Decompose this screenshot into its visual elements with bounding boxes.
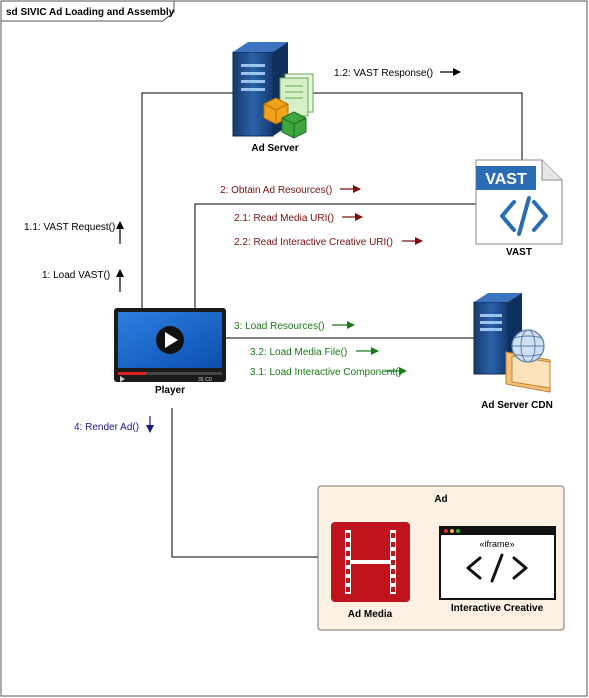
browser-window-icon: «iframe» (439, 526, 556, 600)
message-label: 2.2: Read Interactive Creative URI() (234, 237, 393, 248)
ad-group[interactable]: Ad Ad Media (317, 485, 565, 631)
message-2-2[interactable]: 2.2: Read Interactive Creative URI() (234, 237, 423, 248)
cdn-label: Ad Server CDN (481, 400, 553, 411)
ad-server-node[interactable]: Ad Server (232, 42, 314, 154)
video-player-icon: 35 CD (114, 308, 226, 383)
web-pages-icon (505, 351, 551, 393)
connector-player-ad (171, 408, 330, 558)
svg-text:35 CD: 35 CD (198, 377, 213, 383)
message-1[interactable]: 1: Load VAST() (42, 269, 124, 292)
message-4[interactable]: 4: Render Ad() (74, 416, 154, 433)
message-3-1[interactable]: 3.1: Load Interactive Component() (250, 367, 407, 378)
frame-title-tab (0, 0, 175, 22)
ad-server-label: Ad Server (251, 143, 298, 154)
message-1-2[interactable]: 1.2: VAST Response() (334, 68, 461, 79)
code-icon (466, 553, 528, 583)
message-label: 2: Obtain Ad Resources() (220, 185, 332, 196)
interactive-creative-node[interactable]: «iframe» Interactive Creative (439, 526, 556, 614)
message-label: 3.1: Load Interactive Component() (250, 367, 402, 378)
message-label: 1.1: VAST Request() (24, 222, 115, 233)
player-label: Player (155, 385, 185, 396)
cube-icon (263, 97, 307, 139)
message-label: 3.2: Load Media File() (250, 347, 347, 358)
ad-media-label: Ad Media (348, 609, 393, 620)
message-3-2[interactable]: 3.2: Load Media File() (250, 347, 379, 358)
message-2[interactable]: 2: Obtain Ad Resources() (220, 185, 361, 196)
vast-file-icon: VAST (475, 159, 563, 245)
film-strip-icon (331, 522, 410, 602)
document-stack-icon (279, 73, 314, 117)
message-label: 3: Load Resources() (234, 321, 325, 332)
frame-title: sd SIVIC Ad Loading and Assembly (6, 7, 175, 18)
code-icon (500, 196, 548, 236)
message-label: 4: Render Ad() (74, 422, 139, 433)
ad-media-node[interactable]: Ad Media (331, 522, 410, 620)
connector-player-vast (194, 203, 476, 308)
vast-node[interactable]: VAST VAST (475, 159, 563, 258)
iframe-stereotype: «iframe» (479, 539, 514, 549)
message-label: 2.1: Read Media URI() (234, 213, 334, 224)
cdn-node[interactable]: Ad Server CDN (473, 293, 553, 411)
message-3[interactable]: 3: Load Resources() (234, 321, 355, 332)
interactive-creative-label: Interactive Creative (451, 603, 544, 614)
message-label: 1: Load VAST() (42, 270, 110, 281)
player-node[interactable]: 35 CD Player (114, 308, 226, 396)
message-2-1[interactable]: 2.1: Read Media URI() (234, 213, 363, 224)
message-1-1[interactable]: 1.1: VAST Request() (24, 221, 124, 244)
vast-badge: VAST (485, 171, 527, 188)
message-label: 1.2: VAST Response() (334, 68, 433, 79)
globe-icon (511, 329, 545, 363)
ad-group-title: Ad (434, 494, 447, 505)
vast-label: VAST (506, 247, 532, 258)
connector-player-adserver-vast (141, 92, 523, 308)
